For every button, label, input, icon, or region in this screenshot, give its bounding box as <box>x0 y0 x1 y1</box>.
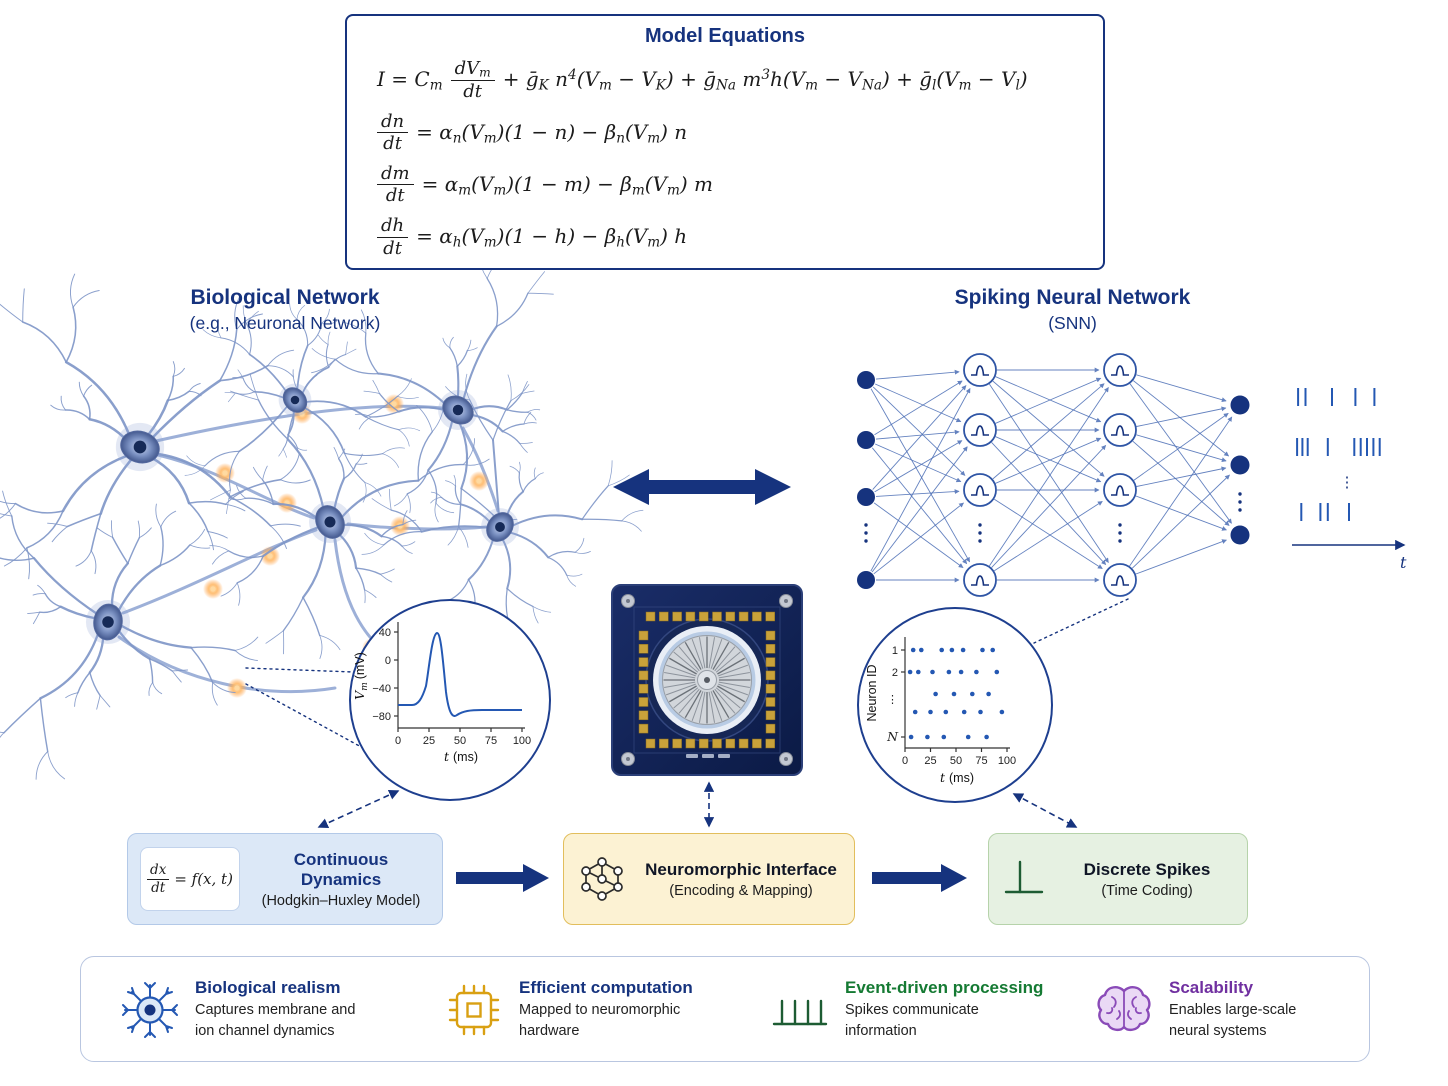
biological-network-illustration <box>0 250 644 780</box>
svg-text:75: 75 <box>485 735 497 747</box>
legend-item-event-driven: Event-driven processing Spikes communica… <box>769 957 1043 1063</box>
continuous-dynamics-title: Continuous Dynamics <box>293 849 389 889</box>
svg-text:N: N <box>886 729 899 744</box>
discrete-spikes-subtitle: (Time Coding) <box>1101 882 1193 899</box>
single-spike-icon <box>1004 860 1044 894</box>
magnifier-lines <box>245 598 1129 755</box>
bio-subtitle: (e.g., Neuronal Network) <box>189 313 381 333</box>
neuromorphic-interface-box: Neuromorphic Interface (Encoding & Mappi… <box>563 833 855 925</box>
legend-line: hardware <box>519 1023 580 1039</box>
legend-line: information <box>845 1023 917 1039</box>
neuromorphic-interface-subtitle: (Encoding & Mapping) <box>669 882 813 899</box>
legend-item-efficient-computation: Efficient computation Mapped to neuromor… <box>443 957 693 1063</box>
svg-text:25: 25 <box>423 735 435 747</box>
flow-arrows <box>456 864 967 892</box>
legend-line: Mapped to neuromorphic <box>519 1001 681 1018</box>
snn-diagram <box>857 353 1250 597</box>
spike-train-icon <box>772 999 828 1026</box>
spike-train-axis-label: t <box>1400 553 1407 572</box>
discrete-spikes-box: Discrete Spikes (Time Coding) <box>988 833 1248 925</box>
chip-icon <box>448 984 500 1036</box>
legend-line: Enables large-scale <box>1169 1001 1297 1018</box>
svg-text:0: 0 <box>385 655 391 667</box>
svg-text:25: 25 <box>924 755 936 767</box>
svg-text:0: 0 <box>902 755 908 767</box>
chip-screws <box>621 594 793 766</box>
legend-title: Event-driven processing <box>845 977 1044 997</box>
legend-line: ion channel dynamics <box>195 1023 335 1039</box>
neuron-cells <box>0 250 644 780</box>
svg-text:100: 100 <box>998 755 1016 767</box>
action-potential-inset: 40 0 −40 −80 0 25 50 75 100 t(ms) Vm(mV) <box>349 599 551 801</box>
snn-subtitle: (SNN) <box>1048 313 1097 333</box>
brain-icon <box>1097 986 1151 1032</box>
raster-plot-inset: 1 2 ⋮ N 0 25 50 75 100 t(ms) Neuron ID <box>857 607 1053 803</box>
neuromorphic-interface-title: Neuromorphic Interface <box>645 859 837 879</box>
svg-text:50: 50 <box>454 735 466 747</box>
model-equations-title: Model Equations <box>645 25 805 47</box>
svg-text:40: 40 <box>379 627 391 639</box>
bidirectional-arrow <box>613 469 791 505</box>
svg-text:−40: −40 <box>372 683 391 695</box>
snn-heading: Spiking Neural Network (SNN) <box>885 286 1260 334</box>
svg-text:75: 75 <box>975 755 987 767</box>
neuromorphic-chip-photo <box>611 584 803 776</box>
graph-network-icon <box>581 857 623 901</box>
svg-text:⋮: ⋮ <box>887 694 898 706</box>
svg-text:⋮: ⋮ <box>1340 474 1355 491</box>
legend-item-scalability: Scalability Enables large-scale neural s… <box>1093 957 1296 1063</box>
legend-line: neural systems <box>1169 1023 1267 1039</box>
bio-title: Biological Network <box>190 286 380 309</box>
svg-text:1: 1 <box>892 645 898 657</box>
svg-text:50: 50 <box>950 755 962 767</box>
action-potential-curve <box>398 631 522 717</box>
snn-title: Spiking Neural Network <box>954 286 1191 309</box>
svg-text:0: 0 <box>395 735 401 747</box>
legend-line: Spikes communicate <box>845 1001 979 1018</box>
biological-network-heading: Biological Network (e.g., Neuronal Netwo… <box>95 286 475 334</box>
legend-bar: Biological realism Captures membrane and… <box>80 956 1370 1062</box>
continuous-dynamics-subtitle: (Hodgkin–Huxley Model) <box>261 892 421 909</box>
legend-title: Biological realism <box>195 977 341 997</box>
legend-item-biological-realism: Biological realism Captures membrane and… <box>119 957 355 1063</box>
legend-title: Scalability <box>1169 977 1254 997</box>
svg-text:100: 100 <box>513 735 531 747</box>
legend-title: Efficient computation <box>519 977 693 997</box>
dashed-connectors <box>317 781 1078 829</box>
spike-train-output: ⋮ t <box>1292 388 1407 572</box>
discrete-spikes-title: Discrete Spikes <box>1083 859 1211 879</box>
raster-xlabel: t(ms) <box>940 770 974 785</box>
raster-ylabel: Neuron ID <box>865 665 879 722</box>
svg-text:2: 2 <box>892 667 898 679</box>
svg-text:−80: −80 <box>372 711 391 723</box>
neuron-icon <box>122 982 178 1038</box>
ap-ylabel: Vm(mV) <box>352 652 370 700</box>
legend-line: Captures membrane and <box>195 1001 356 1018</box>
ap-xlabel: t(ms) <box>444 749 478 764</box>
